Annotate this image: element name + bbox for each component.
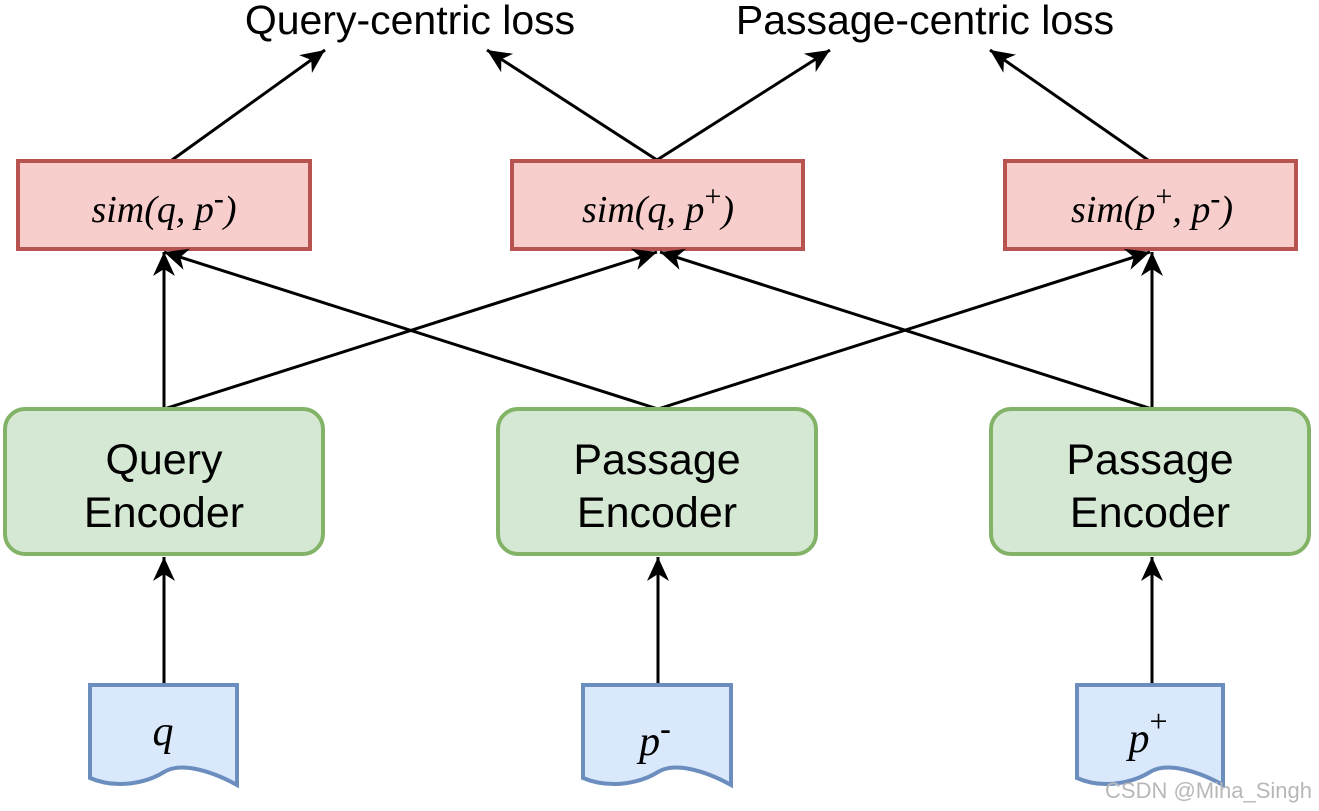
- input-q-document: q: [88, 683, 239, 789]
- input-pneg-document: p-: [581, 683, 733, 789]
- passage-encoder-neg-line1: Passage: [573, 436, 740, 484]
- input-pneg-label: p-: [636, 710, 671, 765]
- edge-sim-qppos-to-passage-loss: [656, 48, 831, 162]
- query-centric-loss-label: Query-centric loss: [245, 0, 575, 43]
- sim-q-pneg-label: sim(q, p-): [91, 182, 236, 231]
- passage-encoder-pos-line1: Passage: [1066, 436, 1233, 484]
- edge-ppos-enc-to-sim-qppos: [659, 248, 1153, 411]
- sim-ppos-pneg-label: sim(p+, p-): [1071, 180, 1233, 231]
- input-ppos-label: p+: [1125, 703, 1167, 762]
- edge-sim-qpneg-to-query-loss: [171, 48, 326, 162]
- passage-encoder-pos-box: Passage Encoder: [989, 407, 1311, 556]
- watermark-text: CSDN @Miha_Singh: [1105, 778, 1312, 803]
- edge-sim-pposneg-to-passage-loss: [989, 48, 1149, 162]
- passage-centric-loss-label: Passage-centric loss: [736, 0, 1114, 43]
- passage-encoder-neg-box: Passage Encoder: [496, 407, 818, 556]
- sim-q-pneg-box: sim(q, p-): [16, 159, 312, 251]
- passage-encoder-neg-line2: Encoder: [577, 489, 737, 537]
- query-encoder-line1: Query: [105, 436, 223, 484]
- edge-sim-qppos-to-query-loss: [486, 48, 658, 162]
- edge-pneg-enc-to-sim-qpneg: [163, 248, 659, 411]
- query-encoder-line2: Encoder: [84, 489, 244, 537]
- input-q-label: q: [153, 709, 174, 755]
- input-ppos-document: p+: [1075, 683, 1225, 789]
- query-encoder-box: Query Encoder: [3, 407, 325, 556]
- passage-encoder-pos-line2: Encoder: [1070, 489, 1230, 537]
- sim-q-ppos-label: sim(q, p+): [582, 180, 734, 231]
- sim-ppos-pneg-box: sim(p+, p-): [1003, 159, 1298, 251]
- sim-q-ppos-box: sim(q, p+): [510, 159, 805, 251]
